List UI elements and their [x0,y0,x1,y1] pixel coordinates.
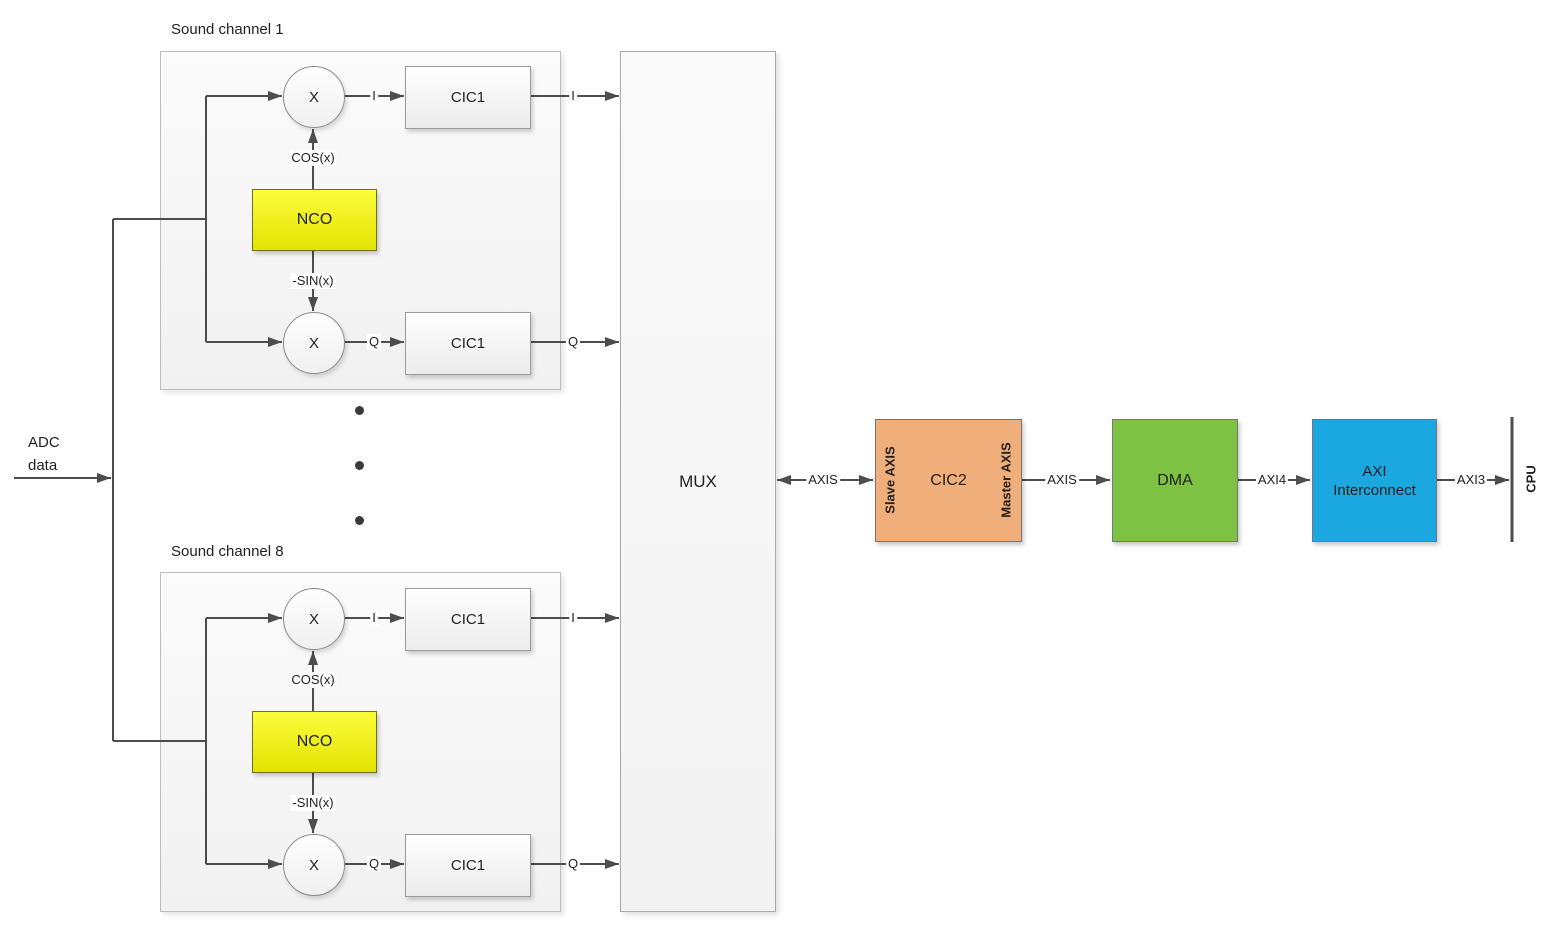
ch1-i-outer-label: I [569,88,577,104]
ch8-nco-block: NCO [252,711,377,773]
cic2-dma-axis-label: AXIS [1045,472,1079,488]
cic2-master-axis-port: Master AXIS [998,442,1014,518]
ellipsis-dot [355,461,364,470]
cic2-slave-axis-port: Slave AXIS [882,446,898,514]
ch8-q-outer-label: Q [565,856,581,872]
ch8-i-inner-label: I [370,610,378,626]
axi-interconnect-block: AXI Interconnect [1312,419,1437,542]
ch8-q-inner-label: Q [366,856,382,872]
ch1-i-inner-label: I [370,88,378,104]
ch1-q-outer-label: Q [565,334,581,350]
sound-channel-8-title: Sound channel 8 [171,543,284,560]
dma-block: DMA [1112,419,1238,542]
cpu-label: CPU [1523,465,1539,493]
ch8-i-outer-label: I [569,610,577,626]
adc-data-label: ADC data [28,434,60,474]
ellipsis-dot [355,406,364,415]
sound-channel-1-title: Sound channel 1 [171,21,284,38]
ch8-cic1-i-block: CIC1 [405,588,531,651]
axi-cpu-axi3-label: AXI3 [1454,472,1488,488]
ch8-cic1-q-block: CIC1 [405,834,531,897]
ch8-mixer-i-block: X [283,588,345,650]
cic2-block: CIC2 [875,419,1022,542]
ch1-sin-label: -SIN(x) [290,273,336,289]
dma-axi4-label: AXI4 [1255,472,1289,488]
ch8-sin-label: -SIN(x) [290,795,336,811]
ch1-cic1-i-block: CIC1 [405,66,531,129]
axi-interconnect-label: AXI Interconnect [1333,462,1416,499]
mux-cic2-axis-label: AXIS [806,472,840,488]
mux-block: MUX [620,51,776,912]
ch1-nco-block: NCO [252,189,377,251]
ch1-q-inner-label: Q [366,334,382,350]
ch1-cos-label: COS(x) [289,150,337,166]
ch1-mixer-i-block: X [283,66,345,128]
ch1-mixer-q-block: X [283,312,345,374]
ellipsis-dot [355,516,364,525]
ch1-cic1-q-block: CIC1 [405,312,531,375]
ch8-mixer-q-block: X [283,834,345,896]
ch8-cos-label: COS(x) [289,672,337,688]
